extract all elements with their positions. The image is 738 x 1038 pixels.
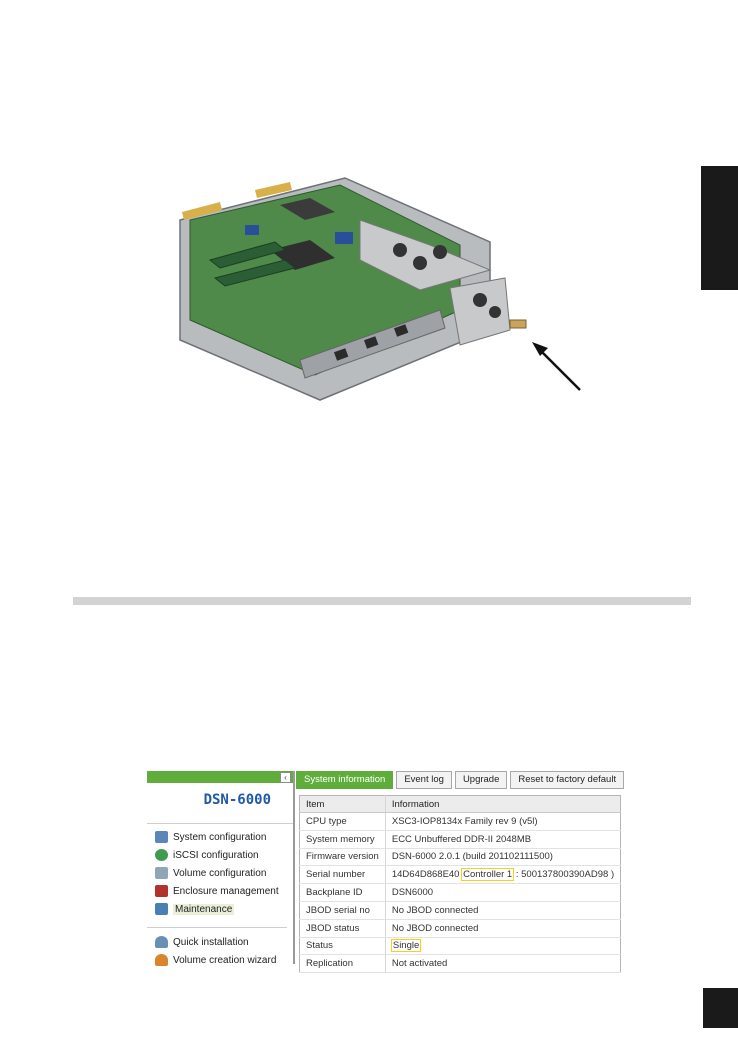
monitor-icon [155,831,168,843]
table-row: JBOD serial no No JBOD connected [299,901,621,920]
page-number-marker [703,988,738,1028]
column-header-information: Information [385,795,621,813]
sidebar-item-maintenance[interactable]: Maintenance [155,900,293,918]
table-row: CPU type XSC3-IOP8134x Family rev 9 (v5l… [299,812,621,831]
controller-highlight: Controller 1 [461,868,515,882]
row-value: Single [385,937,621,956]
row-key: JBOD status [299,919,386,938]
row-value: ECC Unbuffered DDR-II 2048MB [385,830,621,849]
system-information-table: Item Information CPU type XSC3-IOP8134x … [299,795,622,974]
chevron-left-icon[interactable]: ‹ [280,772,291,783]
section-tab-marker [701,166,738,290]
tools-icon [155,903,168,915]
row-key: Status [299,937,386,956]
row-key: Replication [299,954,386,974]
menu-divider [147,927,287,928]
sidebar-item-label: Volume configuration [173,867,267,879]
wizard-hat-icon [155,936,168,948]
row-key: CPU type [299,812,386,831]
navigation-panel: ‹ DSN-6000 System configuration iSCSI co… [147,771,295,966]
sidebar-item-label: Quick installation [173,936,249,948]
row-value: DSN-6000 2.0.1 (build 201102111500) [385,848,621,867]
wizard-hat-icon [155,954,168,966]
tab-event-log[interactable]: Event log [396,771,452,789]
sidebar-item-label: System configuration [173,831,267,843]
table-row: Serial number 14D64D868E40 Controller 1 … [299,865,621,885]
drive-icon [155,867,168,879]
globe-icon [155,849,168,861]
row-value: No JBOD connected [385,919,621,938]
serial-prefix: 14D64D868E40 [391,869,460,881]
wizard-menu: Quick installation Volume creation wizar… [147,933,293,969]
table-row: JBOD status No JBOD connected [299,919,621,938]
tab-upgrade[interactable]: Upgrade [454,771,508,789]
status-highlight: Single [390,939,422,953]
section-divider [73,597,691,605]
row-key: Serial number [299,865,386,885]
sidebar-item-quick-installation[interactable]: Quick installation [155,933,293,951]
tab-reset-to-factory-default[interactable]: Reset to factory default [510,771,625,789]
enclosure-icon [155,885,168,897]
content-panel: System information Event log Upgrade Res… [296,771,625,974]
tab-system-information[interactable]: System information [296,771,394,789]
sidebar-item-label: Maintenance [173,903,235,915]
column-header-item: Item [299,795,386,813]
table-row: Status Single [299,937,621,956]
sidebar-item-iscsi-configuration[interactable]: iSCSI configuration [155,846,293,864]
sidebar-item-label: iSCSI configuration [173,849,259,861]
sidebar-item-volume-creation-wizard[interactable]: Volume creation wizard [155,951,293,969]
row-value: Not activated [385,954,621,974]
web-ui-screenshot: ‹ DSN-6000 System configuration iSCSI co… [147,771,625,974]
product-title: DSN-6000 [147,783,293,824]
sidebar-item-enclosure-management[interactable]: Enclosure management [155,882,293,900]
sidebar-item-system-configuration[interactable]: System configuration [155,828,293,846]
table-row: Backplane ID DSN6000 [299,883,621,902]
main-menu: System configuration iSCSI configuration… [147,824,293,918]
table-row: System memory ECC Unbuffered DDR-II 2048… [299,830,621,849]
sidebar-item-label: Volume creation wizard [173,954,277,966]
row-key: Backplane ID [299,883,386,902]
row-value: No JBOD connected [385,901,621,920]
tab-bar: System information Event log Upgrade Res… [296,771,625,789]
serial-suffix: : 500137800390AD98 ) [515,869,615,881]
row-value: XSC3-IOP8134x Family rev 9 (v5l) [385,812,621,831]
table-row: Replication Not activated [299,954,621,974]
table-row: Firmware version DSN-6000 2.0.1 (build 2… [299,848,621,867]
sidebar-item-volume-configuration[interactable]: Volume configuration [155,864,293,882]
panel-header-bar: ‹ [147,771,293,783]
table-header-row: Item Information [299,795,621,813]
sidebar-item-label: Enclosure management [173,885,279,897]
row-key: Firmware version [299,848,386,867]
row-value: DSN6000 [385,883,621,902]
row-key: JBOD serial no [299,901,386,920]
row-value: 14D64D868E40 Controller 1 : 500137800390… [385,865,621,885]
controller-board-photo [179,177,581,401]
row-key: System memory [299,830,386,849]
